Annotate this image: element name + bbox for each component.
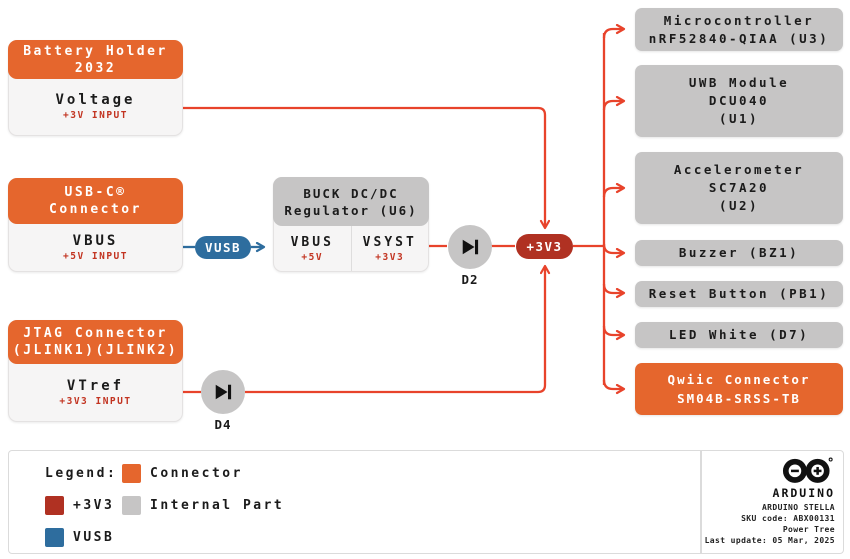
battery-signal-label: Voltage (55, 92, 136, 108)
buck-input-cell: VBUS +5V (274, 226, 352, 271)
usb-c-body: VBUS +5V INPUT (9, 224, 182, 271)
battery-holder-title-line2: 2032 (74, 60, 117, 76)
load-microcontroller: Microcontroller nRF52840-QIAA (U3) (635, 8, 843, 51)
load-line: LED White (D7) (668, 327, 810, 342)
jtag-body: VTref +3V3 INPUT (9, 364, 182, 421)
buck-output-cell: VSYST +3V3 (352, 226, 429, 271)
jtag-header: JTAG Connector (JLINK1)(JLINK2) (8, 320, 183, 364)
load-reset-button: Reset Button (PB1) (635, 281, 843, 307)
arduino-brand-text: ARDUINO (772, 486, 835, 500)
buck-title-line1: BUCK DC/DC (303, 185, 399, 201)
load-line: Accelerometer (673, 162, 805, 177)
battery-input-note: +3V INPUT (63, 110, 128, 121)
jtag-connector-box: JTAG Connector (JLINK1)(JLINK2) VTref +3… (8, 320, 183, 422)
buck-regulator-header: BUCK DC/DC Regulator (U6) (273, 177, 429, 226)
buck-regulator-body: VBUS +5V VSYST +3V3 (274, 226, 428, 271)
arduino-logo-icon (781, 456, 835, 488)
branch-uwb (602, 101, 623, 111)
jtag-title-line2: (JLINK1)(JLINK2) (12, 343, 179, 358)
branch-reset-button (602, 283, 623, 293)
load-line: SC7A20 (708, 180, 770, 195)
jtag-signal-label: VTref (66, 377, 125, 394)
load-line: SM04B-SRSS-TB (677, 391, 801, 406)
buck-title-line2: Regulator (U6) (284, 202, 418, 218)
battery-holder-body: Voltage +3V INPUT (9, 79, 182, 135)
load-line: Reset Button (PB1) (648, 286, 830, 301)
product-info: ARDUINO STELLA SKU code: ABX00131 Power … (705, 502, 835, 546)
load-line: Buzzer (BZ1) (678, 245, 800, 260)
branch-qwiic (602, 379, 623, 389)
branch-led-white (602, 325, 623, 335)
internal-part-swatch (122, 496, 141, 515)
load-line: (U1) (718, 111, 760, 126)
vusb-node-label: VUSB (204, 240, 242, 255)
jtag-title-line1: JTAG Connector (23, 326, 168, 341)
branch-buzzer (602, 243, 623, 253)
load-line: UWB Module (688, 75, 790, 90)
legend-label-internal-part: Internal Part (150, 498, 285, 513)
load-qwiic-connector: Qwiic Connector SM04B-SRSS-TB (635, 363, 843, 415)
battery-holder-title-line1: Battery Holder (23, 43, 168, 59)
load-line: (U2) (718, 198, 760, 213)
buck-regulator-box: BUCK DC/DC Regulator (U6) VBUS +5V VSYST… (273, 177, 429, 272)
load-line: nRF52840-QIAA (U3) (648, 30, 830, 46)
battery-holder-header: Battery Holder 2032 (8, 40, 183, 79)
v3v3-swatch (45, 496, 64, 515)
vusb-swatch (45, 528, 64, 547)
usb-c-header: USB-C® Connector (8, 178, 183, 224)
legend-label-connector: Connector (150, 466, 243, 481)
usb-c-connector-box: USB-C® Connector VBUS +5V INPUT (8, 178, 183, 272)
connector-swatch (122, 464, 141, 483)
load-line: DCU040 (708, 93, 770, 108)
wire-d4-to-3v3 (245, 267, 545, 394)
legend-panel: Legend: Connector +3V3 Internal Part VUS… (8, 450, 844, 554)
info-panel: ARDUINO ARDUINO STELLA SKU code: ABX0013… (700, 450, 842, 552)
vusb-node: VUSB (195, 236, 251, 259)
load-accelerometer: Accelerometer SC7A20 (U2) (635, 152, 843, 224)
v3v3-node: +3V3 (516, 234, 573, 259)
branch-accelerometer (602, 188, 623, 198)
document-type: Power Tree (782, 525, 835, 534)
sku-code: SKU code: ABX00131 (741, 514, 835, 523)
diode-d2-label: D2 (461, 272, 479, 287)
buck-input-signal: VBUS (290, 234, 334, 250)
usb-c-signal-label: VBUS (72, 232, 119, 249)
load-line: Qwiic Connector (667, 372, 811, 387)
buck-input-note: +5V (301, 251, 324, 263)
branch-microcontroller (602, 29, 623, 39)
v3v3-node-label: +3V3 (526, 239, 563, 254)
buck-output-note: +3V3 (375, 251, 405, 263)
load-line: Microcontroller (663, 12, 815, 28)
last-update: Last update: 05 Mar, 2025 (704, 536, 835, 545)
usb-c-title-line1: USB-C® (64, 185, 127, 200)
usb-c-title-line2: Connector (49, 202, 142, 217)
diode-d4-label: D4 (214, 417, 232, 432)
diode-icon (215, 384, 232, 400)
diode-icon (462, 239, 479, 255)
product-name: ARDUINO STELLA (761, 503, 835, 512)
legend-label-3v3: +3V3 (73, 498, 115, 513)
load-led-white: LED White (D7) (635, 322, 843, 348)
diode-d2 (448, 225, 492, 269)
legend-title: Legend: (45, 466, 118, 481)
legend-divider (700, 451, 702, 553)
usb-c-input-note: +5V INPUT (63, 250, 128, 262)
buck-output-signal: VSYST (362, 234, 417, 250)
load-uwb-module: UWB Module DCU040 (U1) (635, 65, 843, 137)
diode-d4 (201, 370, 245, 414)
load-buzzer: Buzzer (BZ1) (635, 240, 843, 266)
jtag-input-note: +3V3 INPUT (59, 395, 132, 407)
legend-label-vusb: VUSB (73, 530, 115, 545)
battery-holder-box: Battery Holder 2032 Voltage +3V INPUT (8, 40, 183, 136)
